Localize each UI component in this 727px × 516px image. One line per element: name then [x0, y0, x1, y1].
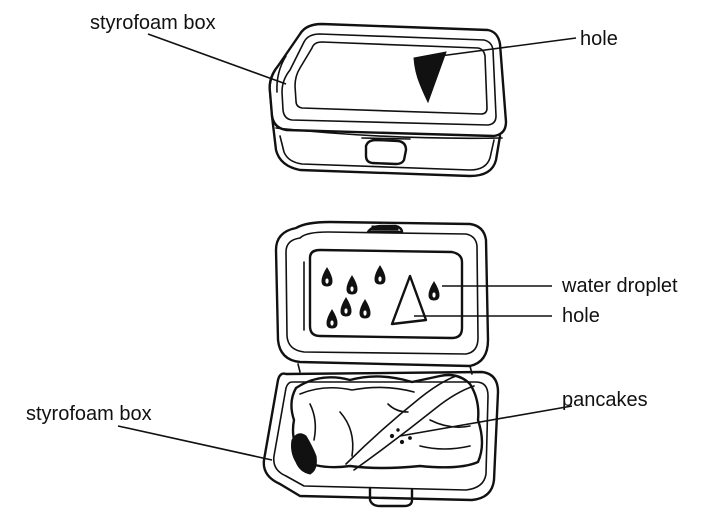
- label-top-styrofoam-box: styrofoam box: [90, 12, 216, 34]
- label-pancakes: pancakes: [562, 389, 648, 411]
- water-droplets: [321, 265, 440, 329]
- label-bottom-styrofoam-box: styrofoam box: [26, 403, 152, 425]
- label-inner-hole: hole: [562, 305, 600, 327]
- open-styrofoam-box: [262, 220, 500, 508]
- label-top-hole: hole: [580, 28, 618, 50]
- leader-pancakes: [399, 405, 573, 437]
- closed-styrofoam-box: [268, 22, 508, 178]
- pancakes-illustration: [290, 373, 484, 475]
- leader-bottom-box: [117, 425, 273, 461]
- leader-top-hole: [439, 37, 577, 57]
- leader-top-box: [147, 33, 287, 85]
- lid-hole-shape: [413, 51, 447, 104]
- inner-hole-shape: [390, 274, 428, 326]
- label-water-droplet: water droplet: [561, 275, 678, 297]
